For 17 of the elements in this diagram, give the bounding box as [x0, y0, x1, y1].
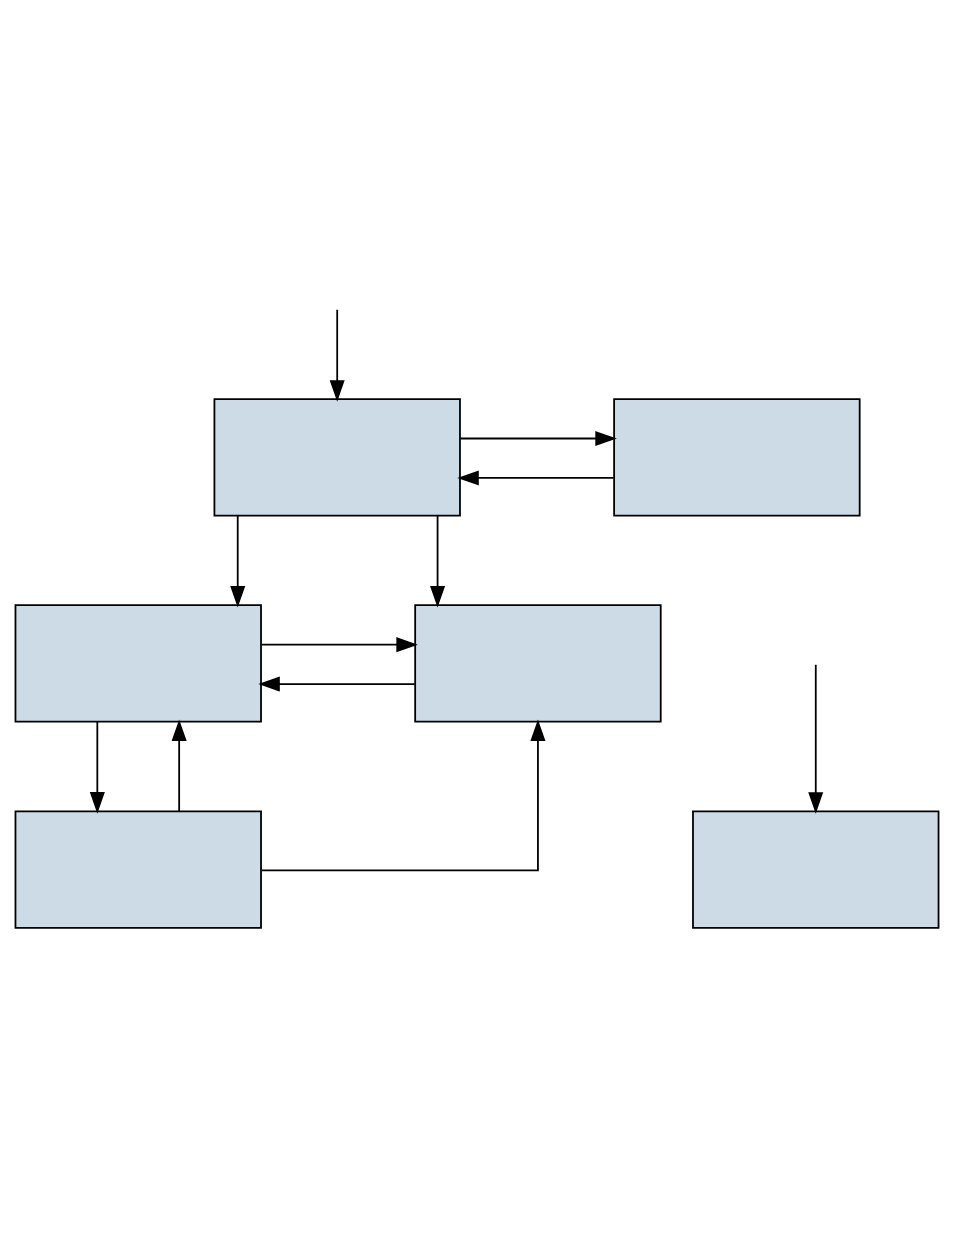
arrow — [258, 676, 416, 692]
arrow — [89, 720, 105, 814]
arrow — [230, 514, 246, 607]
node-box — [692, 809, 940, 929]
arrow — [260, 636, 418, 652]
node-box — [14, 809, 262, 929]
arrow — [171, 718, 187, 812]
node-box — [14, 603, 262, 723]
arrow — [459, 430, 617, 446]
node-box — [414, 603, 662, 723]
arrow — [430, 514, 446, 607]
node-box — [213, 397, 461, 516]
arrow — [329, 308, 345, 402]
arrow — [457, 469, 615, 485]
arrow — [808, 663, 824, 814]
arrow — [260, 719, 546, 871]
node-box — [613, 397, 861, 516]
